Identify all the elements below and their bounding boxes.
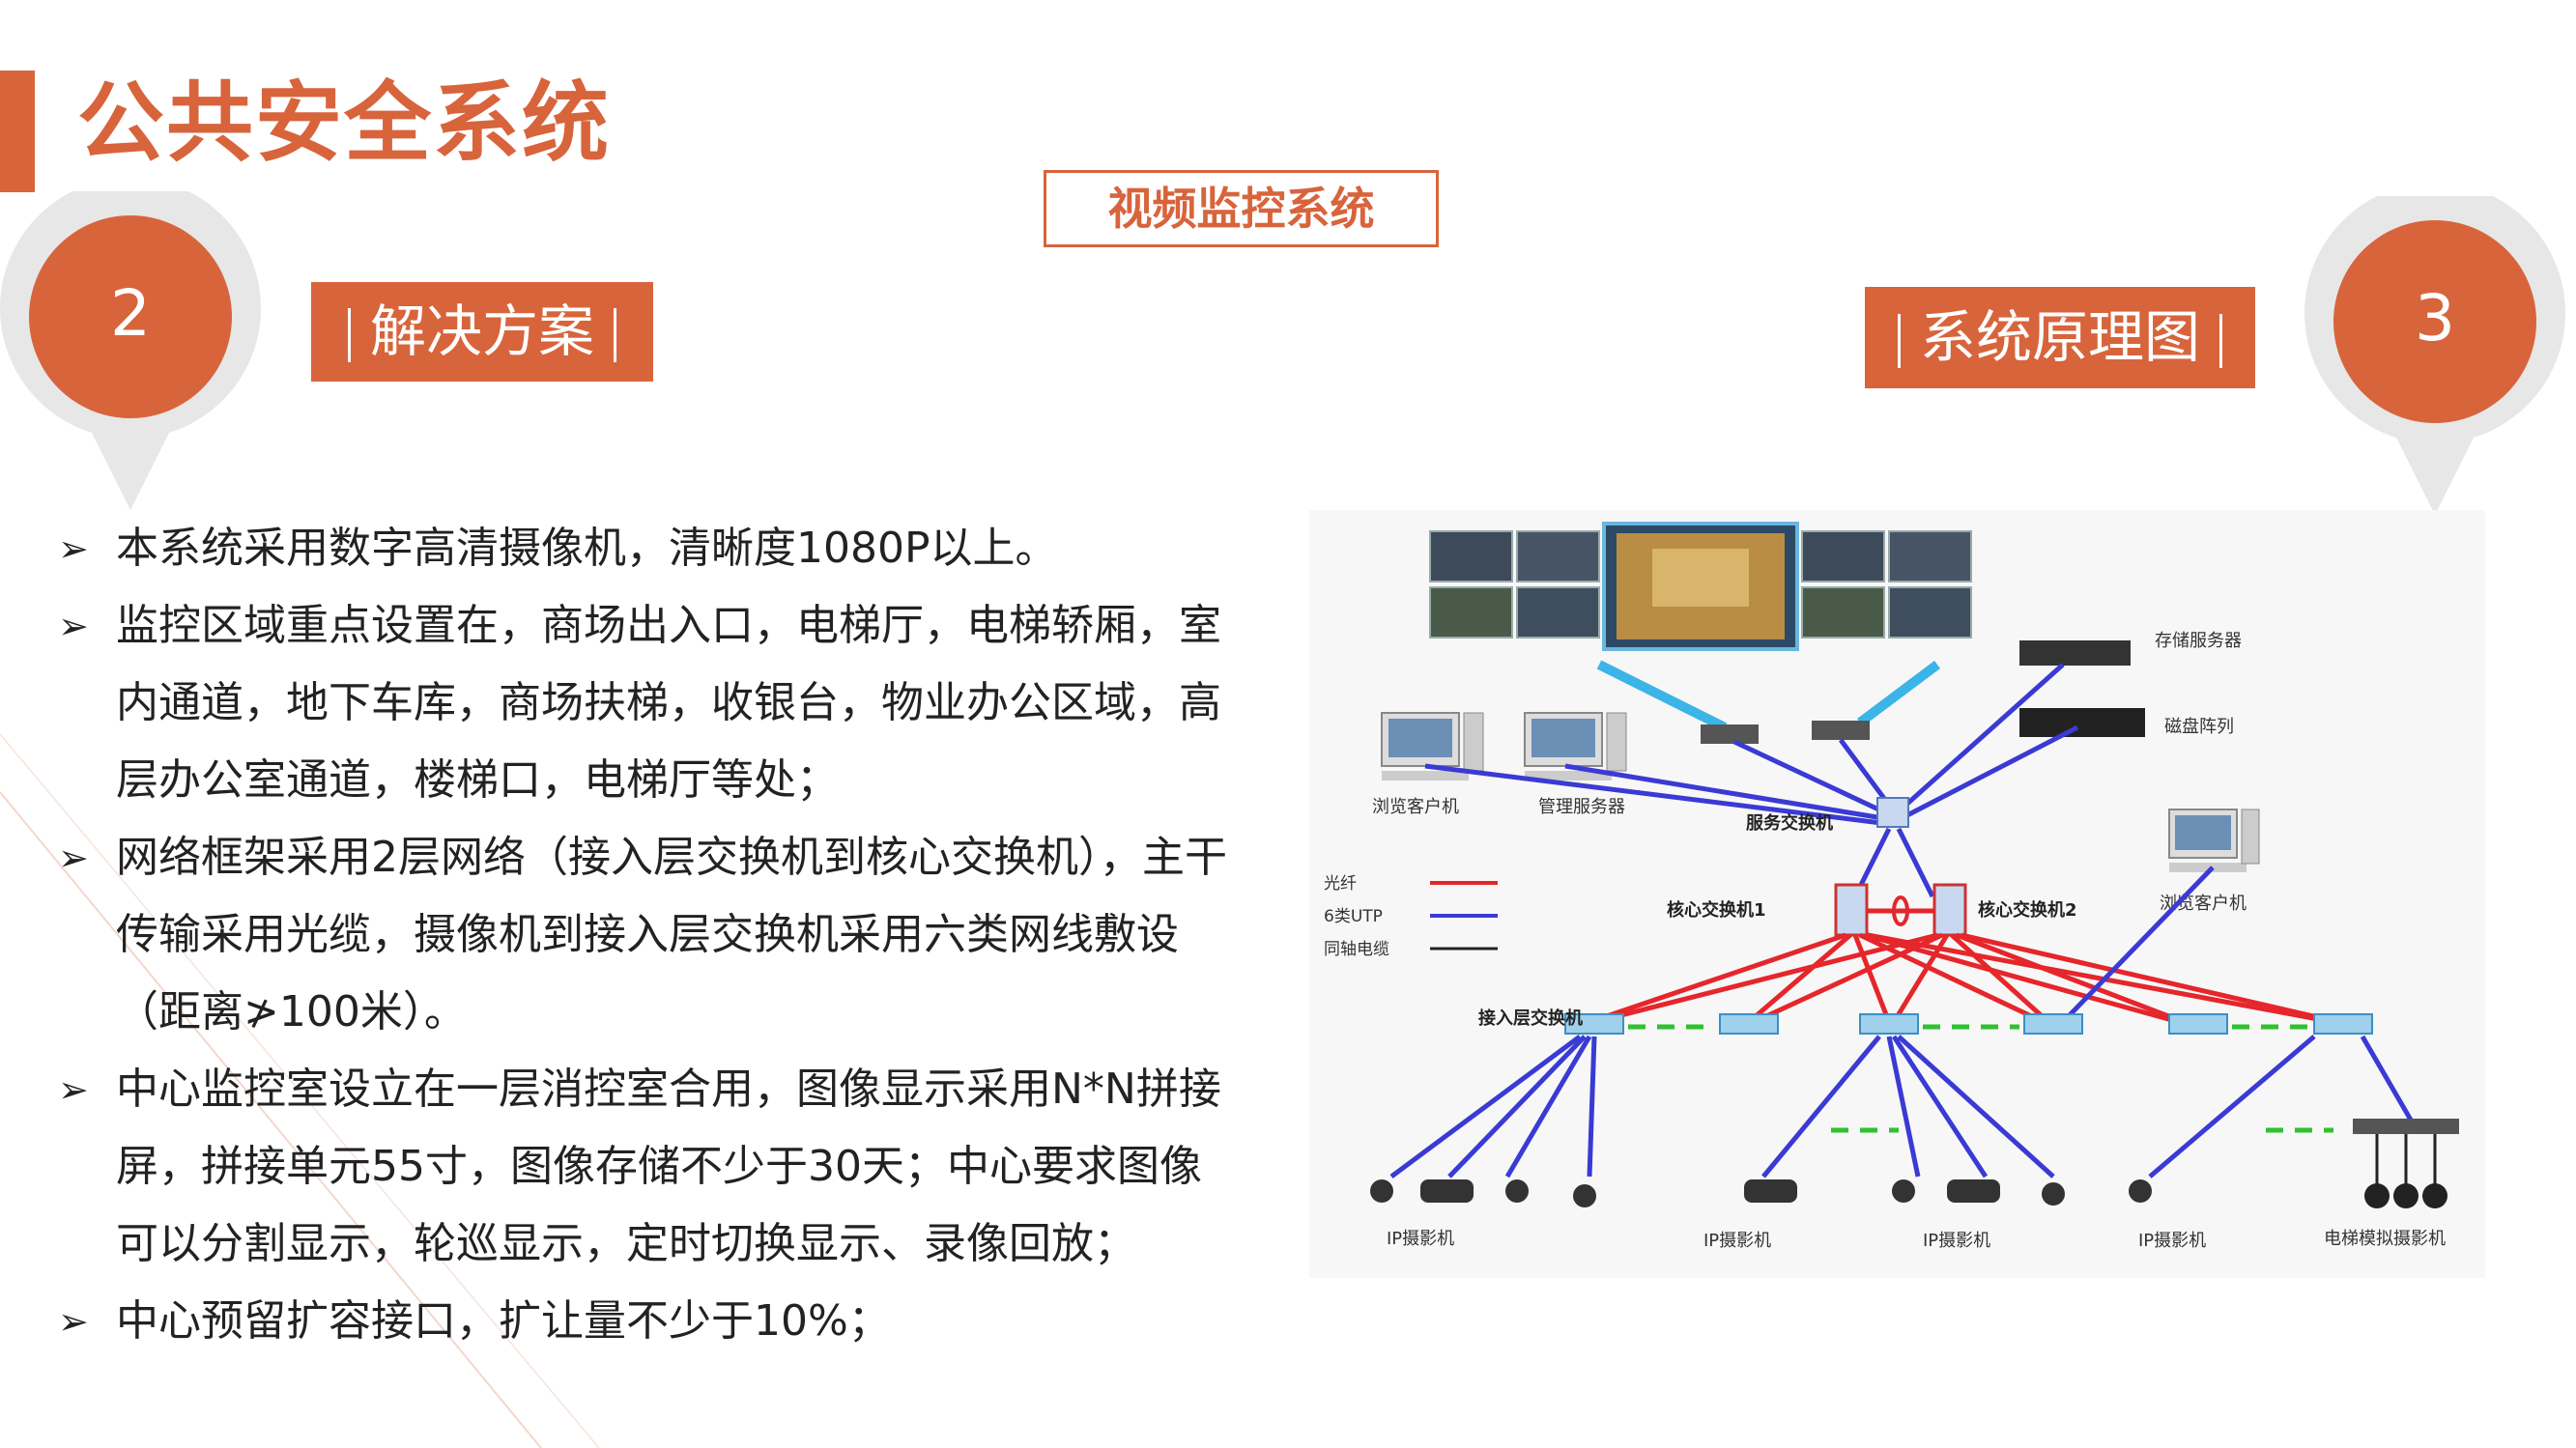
section-subtitle: 视频监控系统 [1044, 170, 1439, 247]
bullet-item: ➢ 中心预留扩容接口，扩让量不少于10%； [58, 1283, 1232, 1360]
section-3-pin: 3 [2304, 183, 2565, 516]
ip-cameras [1370, 1179, 2152, 1207]
label-divider [347, 307, 351, 362]
section-2-label: 解决方案 [311, 282, 653, 382]
management-server-label: 管理服务器 [1538, 797, 1625, 817]
utp-link [2061, 866, 2215, 1024]
bullet-item: ➢ 本系统采用数字高清摄像机，清晰度1080P以上。 [58, 510, 1232, 587]
core-switch-2-icon [1932, 883, 1967, 937]
browse-client-1-label: 浏览客户机 [1372, 797, 1459, 817]
elevator-camera-label: 电梯模拟摄影机 [2324, 1229, 2446, 1249]
label-divider [614, 307, 616, 362]
bullet-text: 监控区域重点设置在，商场出入口，电梯厅，电梯轿厢，室内通道，地下车库，商场扶梯，… [116, 601, 1221, 805]
bullet-item: ➢ 中心监控室设立在一层消控室合用，图像显示采用N*N拼接屏，拼接单元55寸，图像… [58, 1051, 1232, 1283]
map-pin-icon [0, 178, 261, 511]
display-cable [1857, 661, 1940, 726]
video-encoder-device [2353, 1119, 2459, 1134]
storage-server-device [2019, 640, 2131, 666]
bullet-text: 中心预留扩容接口，扩让量不少于10%； [116, 1296, 891, 1346]
arrow-bullet-icon: ➢ [58, 527, 89, 570]
video-wall [1429, 522, 1972, 651]
disk-array-label: 磁盘阵列 [2164, 717, 2234, 737]
legend-label-fiber: 光纤 [1324, 874, 1357, 894]
ip-camera-3-label: IP摄影机 [1923, 1231, 1990, 1251]
core-switch-2-label: 核心交换机2 [1978, 899, 2077, 921]
section-2-label-text: 解决方案 [369, 298, 594, 364]
label-divider [1897, 313, 1901, 368]
decoder-device [1701, 724, 1759, 744]
bullet-text: 网络框架采用2层网络（接入层交换机到核心交换机），主干传输采用光缆，摄像机到接入… [116, 833, 1227, 1036]
arrow-bullet-icon: ➢ [58, 605, 89, 647]
service-switch-icon [1876, 797, 1909, 828]
bullet-text: 本系统采用数字高清摄像机，清晰度1080P以上。 [116, 524, 1058, 573]
coax-links [2375, 1134, 2437, 1186]
arrow-bullet-icon: ➢ [58, 1068, 89, 1111]
ip-camera-1-label: IP摄影机 [1387, 1229, 1454, 1249]
legend: 光纤 6类UTP 同轴电缆 [1324, 874, 1498, 959]
service-switch-label: 服务交换机 [1746, 812, 1833, 834]
page-title: 公共安全系统 [77, 72, 611, 174]
stack-links [1628, 1024, 2333, 1133]
elevator-cameras [2364, 1183, 2447, 1208]
section-2-pin: 2 [0, 178, 261, 511]
section-3-number: 3 [2415, 281, 2455, 355]
bullet-list: ➢ 本系统采用数字高清摄像机，清晰度1080P以上。 ➢ 监控区域重点设置在，商场出… [58, 510, 1232, 1360]
section-3-label: 系统原理图 [1865, 287, 2255, 388]
disk-array-device [2019, 708, 2145, 737]
section-3-label-text: 系统原理图 [1919, 304, 2200, 370]
ip-camera-4-label: IP摄影机 [2138, 1231, 2206, 1251]
bullet-item: ➢ 监控区域重点设置在，商场出入口，电梯厅，电梯轿厢，室内通道，地下车库，商场扶梯… [58, 587, 1232, 819]
computer-icon [2168, 809, 2260, 872]
access-switch-label: 接入层交换机 [1478, 1008, 1583, 1029]
arrow-bullet-icon: ➢ [58, 837, 89, 879]
access-switches [1564, 1013, 2373, 1035]
fiber-links [1589, 932, 2339, 1025]
label-divider [2219, 313, 2222, 368]
core-switch-1-label: 核心交换机1 [1667, 899, 1766, 921]
display-cable [1596, 660, 1728, 732]
computer-icon [1524, 712, 1627, 781]
bullet-text: 中心监控室设立在一层消控室合用，图像显示采用N*N拼接屏，拼接单元55寸，图像存… [116, 1065, 1221, 1268]
system-diagram: 存储服务器 磁盘阵列 浏览客户机 管理服务器 服务交换机 光纤 6类UTP 同轴… [1309, 510, 2485, 1278]
storage-server-label: 存储服务器 [2155, 631, 2242, 651]
legend-label-coax: 同轴电缆 [1324, 940, 1389, 959]
core-link-ring [1892, 895, 1909, 926]
camera-links [1389, 1034, 2419, 1179]
map-pin-icon [2304, 183, 2565, 516]
decoder-device [1812, 721, 1870, 740]
core-switch-1-icon [1834, 883, 1869, 937]
legend-label-utp: 6类UTP [1324, 907, 1383, 926]
arrow-bullet-icon: ➢ [58, 1300, 89, 1343]
utp-links [1424, 663, 2079, 898]
bullet-item: ➢ 网络框架采用2层网络（接入层交换机到核心交换机），主干传输采用光缆，摄像机到接… [58, 819, 1232, 1051]
title-accent-bar [0, 71, 35, 192]
section-2-number: 2 [110, 276, 151, 351]
computer-icon [1381, 712, 1484, 781]
ip-camera-2-label: IP摄影机 [1703, 1231, 1771, 1251]
